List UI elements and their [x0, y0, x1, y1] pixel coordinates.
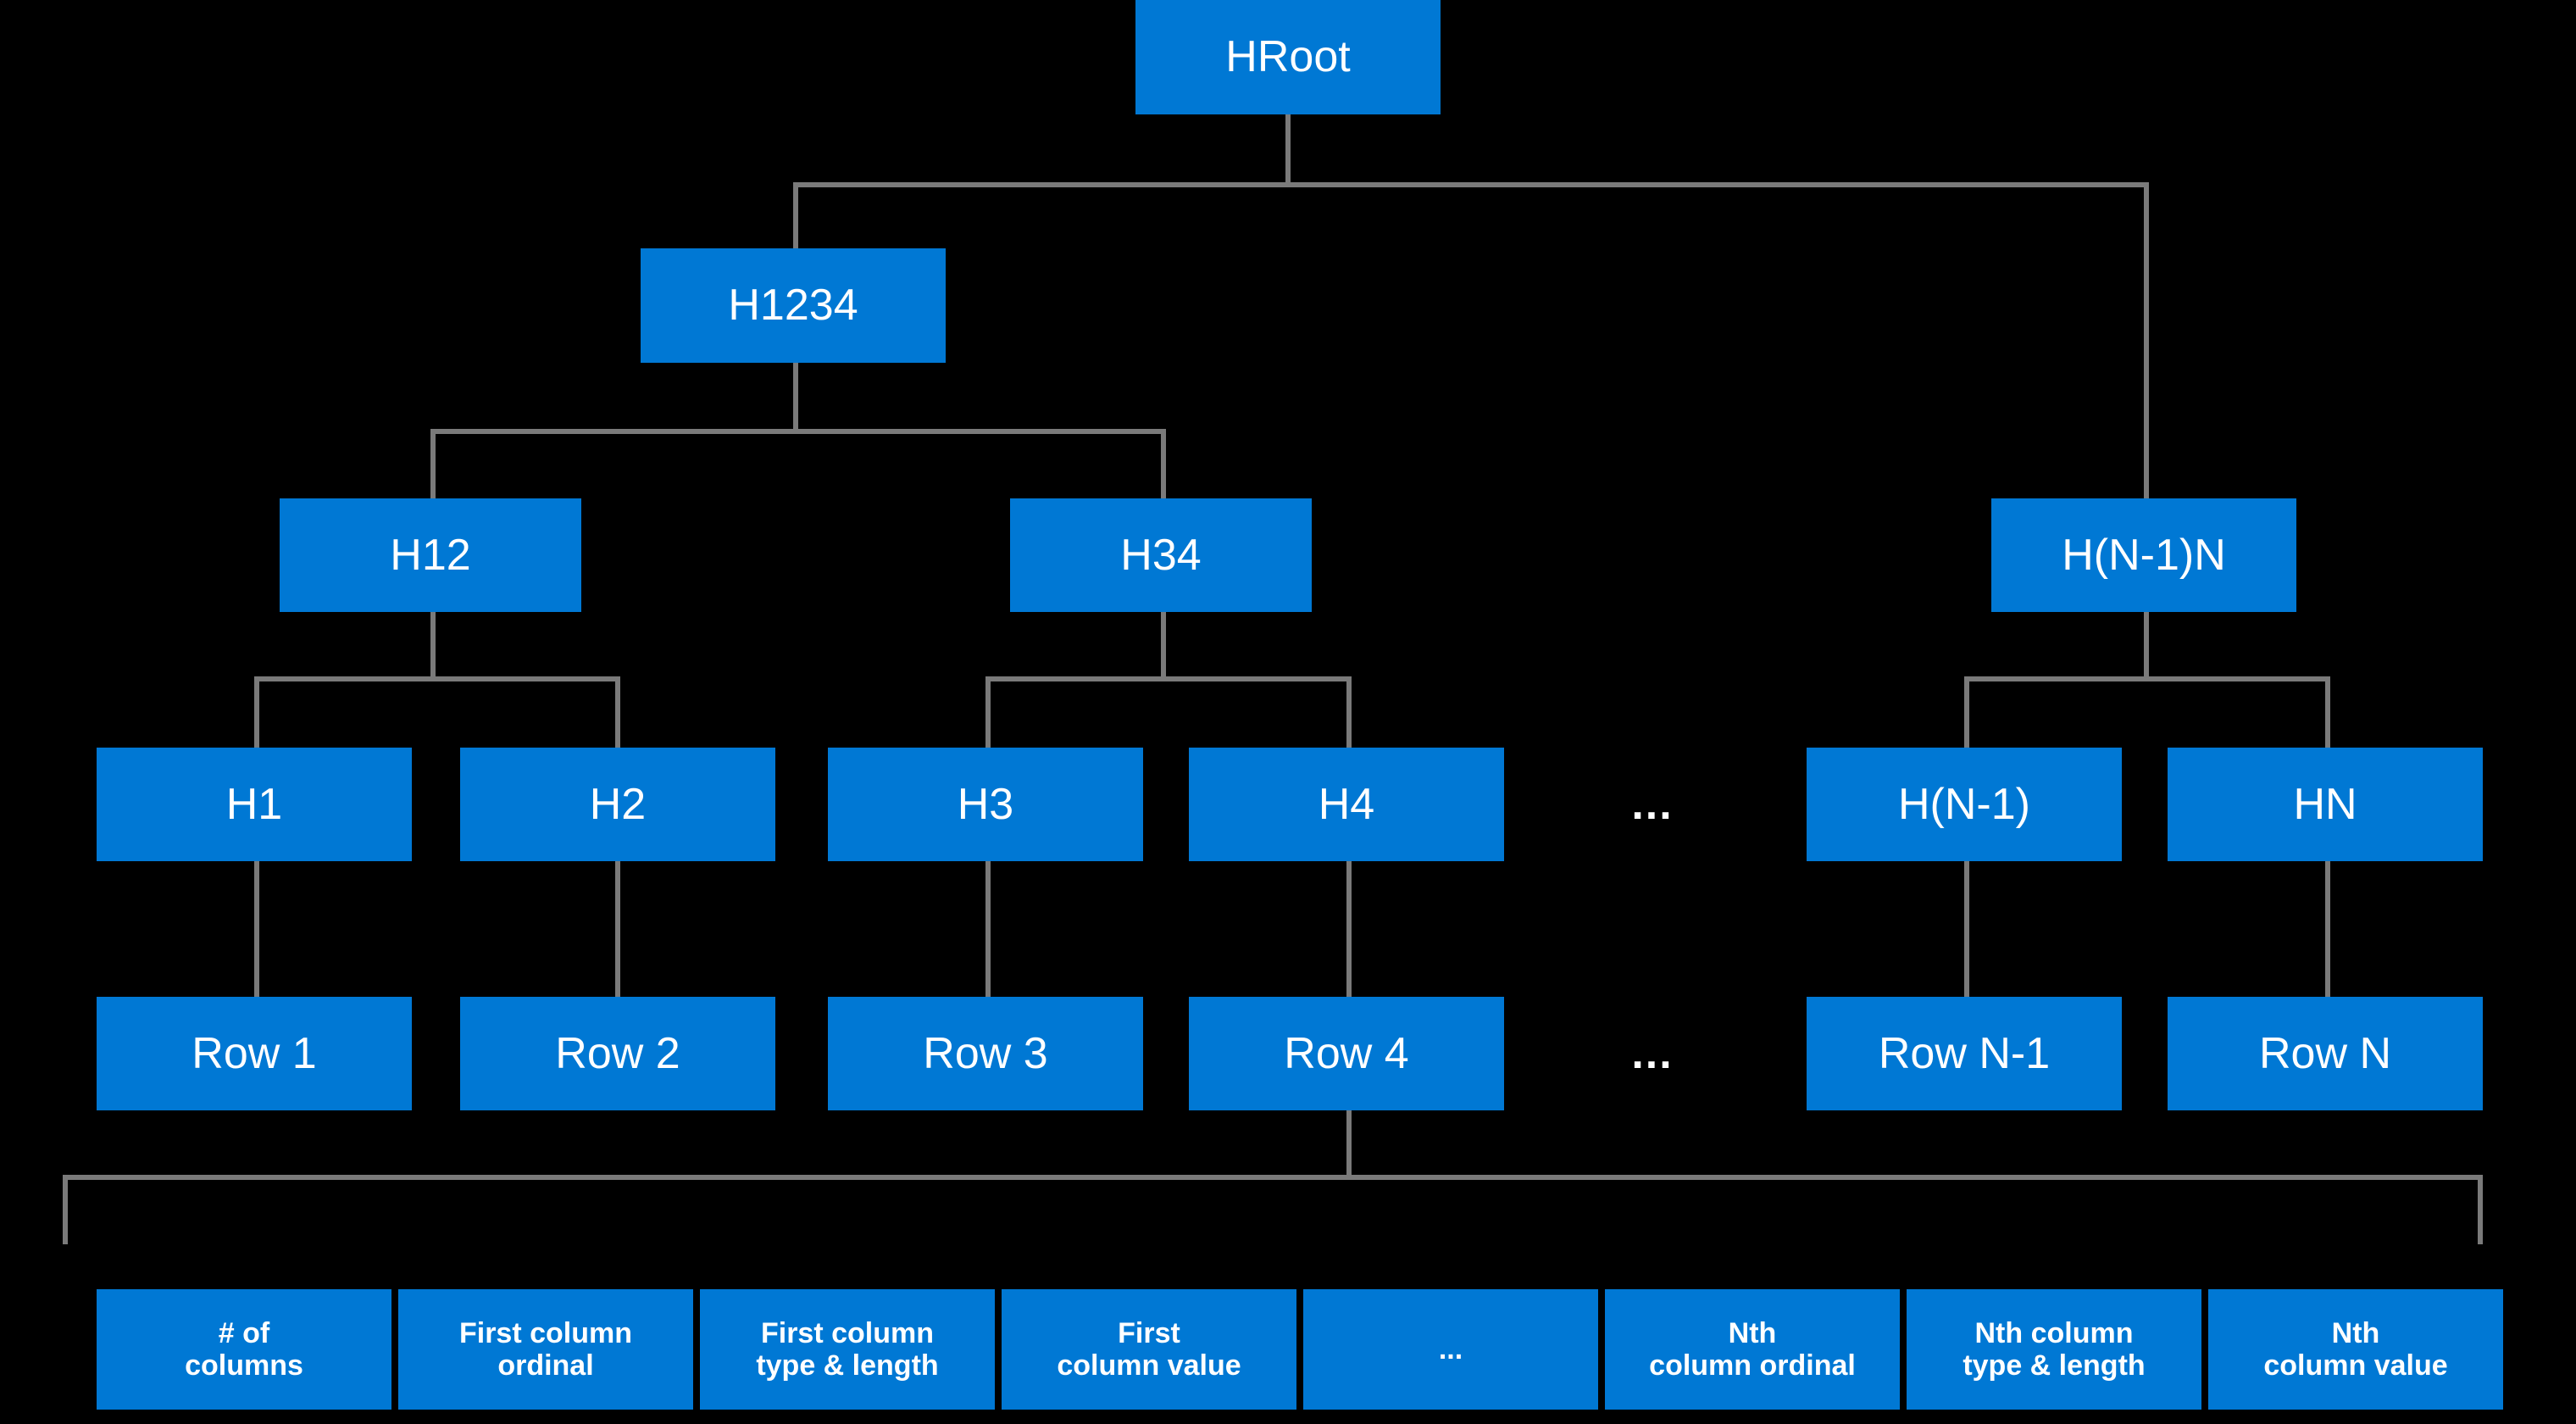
node-hn1-label: H(N-1) — [1898, 779, 2030, 829]
connector-h3-to-row3 — [985, 861, 991, 998]
connector-h12-bus — [254, 676, 620, 681]
node-h2-label: H2 — [589, 779, 647, 829]
node-h12-label: H12 — [390, 530, 471, 580]
connector-h34-stem — [1161, 612, 1166, 680]
connector-hroot-bus — [793, 182, 2149, 187]
cell-col-nth-type[interactable]: Nth column type & length — [1907, 1289, 2201, 1410]
connector-h34-bus — [985, 676, 1352, 681]
cell-col-count-label: # of columns — [185, 1316, 303, 1382]
connector-columns-bus — [63, 1175, 2483, 1180]
connector-h1234-bus — [430, 429, 1166, 434]
node-h3-label: H3 — [957, 779, 1014, 829]
node-row2[interactable]: Row 2 — [460, 997, 775, 1110]
node-hn1[interactable]: H(N-1) — [1807, 748, 2122, 861]
node-rown1-label: Row N-1 — [1878, 1028, 2051, 1078]
connector-hn-to-rown — [2325, 861, 2330, 998]
node-hn[interactable]: HN — [2168, 748, 2483, 861]
node-hroot-label: HRoot — [1225, 32, 1351, 82]
node-h34[interactable]: H34 — [1010, 498, 1312, 612]
connector-h12-to-h1 — [254, 676, 259, 748]
cell-col-first-type-label: First column type & length — [756, 1316, 939, 1382]
cell-col-ellipsis[interactable]: ... — [1303, 1289, 1598, 1410]
connector-columns-bus-left-end — [63, 1175, 68, 1244]
level4-ellipsis: ... — [1631, 780, 1674, 829]
node-hroot[interactable]: HRoot — [1135, 0, 1441, 114]
connector-h1234-to-h12 — [430, 429, 436, 500]
connector-row4-stem — [1346, 1110, 1352, 1178]
node-h1234-label: H1234 — [728, 281, 858, 331]
connector-h1234-to-h34 — [1161, 429, 1166, 500]
cell-col-first-ordinal-label: First column ordinal — [458, 1316, 633, 1382]
node-hn1n[interactable]: H(N-1)N — [1991, 498, 2296, 612]
cell-col-ellipsis-label: ... — [1438, 1332, 1463, 1366]
cell-col-nth-value[interactable]: Nth column value — [2208, 1289, 2503, 1410]
node-row4[interactable]: Row 4 — [1189, 997, 1504, 1110]
connector-h1-to-row1 — [254, 861, 259, 998]
connector-hn1n-stem — [2144, 612, 2149, 680]
cell-col-nth-type-label: Nth column type & length — [1963, 1316, 2146, 1382]
cell-col-nth-value-label: Nth column value — [2263, 1316, 2448, 1382]
cell-col-first-value-label: First column value — [1057, 1316, 1241, 1382]
connector-hn1n-to-hn1 — [1964, 676, 1969, 748]
connector-h12-stem — [430, 612, 436, 680]
connector-h34-to-h3 — [985, 676, 991, 748]
node-row1[interactable]: Row 1 — [97, 997, 412, 1110]
node-h4[interactable]: H4 — [1189, 748, 1504, 861]
cell-col-first-type[interactable]: First column type & length — [700, 1289, 995, 1410]
node-h1-label: H1 — [225, 779, 283, 829]
node-row4-label: Row 4 — [1284, 1028, 1409, 1078]
connector-hroot-stem — [1285, 114, 1291, 187]
node-row1-label: Row 1 — [192, 1028, 317, 1078]
node-h3[interactable]: H3 — [828, 748, 1143, 861]
node-hn1n-label: H(N-1)N — [2062, 530, 2226, 580]
connector-columns-bus-right-end — [2478, 1175, 2483, 1244]
connector-h34-to-h4 — [1346, 676, 1352, 748]
connector-hn1-to-rown1 — [1964, 861, 1969, 998]
node-rown-label: Row N — [2258, 1028, 2392, 1078]
connector-hroot-to-hn1n — [2144, 182, 2149, 500]
rows-ellipsis: ... — [1631, 1029, 1674, 1078]
node-rown1[interactable]: Row N-1 — [1807, 997, 2122, 1110]
cell-col-first-value[interactable]: First column value — [1002, 1289, 1296, 1410]
connector-hroot-to-h1234 — [793, 182, 798, 250]
connector-hn1n-to-hn — [2325, 676, 2330, 748]
node-h2[interactable]: H2 — [460, 748, 775, 861]
node-h34-label: H34 — [1120, 530, 1202, 580]
cell-col-first-ordinal[interactable]: First column ordinal — [398, 1289, 693, 1410]
node-rown[interactable]: Row N — [2168, 997, 2483, 1110]
node-row3[interactable]: Row 3 — [828, 997, 1143, 1110]
connector-h4-to-row4 — [1346, 861, 1352, 998]
connector-h1234-stem — [793, 363, 798, 432]
cell-col-count[interactable]: # of columns — [97, 1289, 391, 1410]
node-h12[interactable]: H12 — [280, 498, 581, 612]
node-hn-label: HN — [2293, 779, 2357, 829]
connector-h12-to-h2 — [615, 676, 620, 748]
cell-col-nth-ordinal[interactable]: Nth column ordinal — [1605, 1289, 1900, 1410]
node-h4-label: H4 — [1318, 779, 1375, 829]
connector-hn1n-bus — [1964, 676, 2330, 681]
node-h1[interactable]: H1 — [97, 748, 412, 861]
connector-h2-to-row2 — [615, 861, 620, 998]
node-row2-label: Row 2 — [555, 1028, 680, 1078]
node-row3-label: Row 3 — [923, 1028, 1048, 1078]
cell-col-nth-ordinal-label: Nth column ordinal — [1649, 1316, 1856, 1382]
node-h1234[interactable]: H1234 — [641, 248, 946, 363]
